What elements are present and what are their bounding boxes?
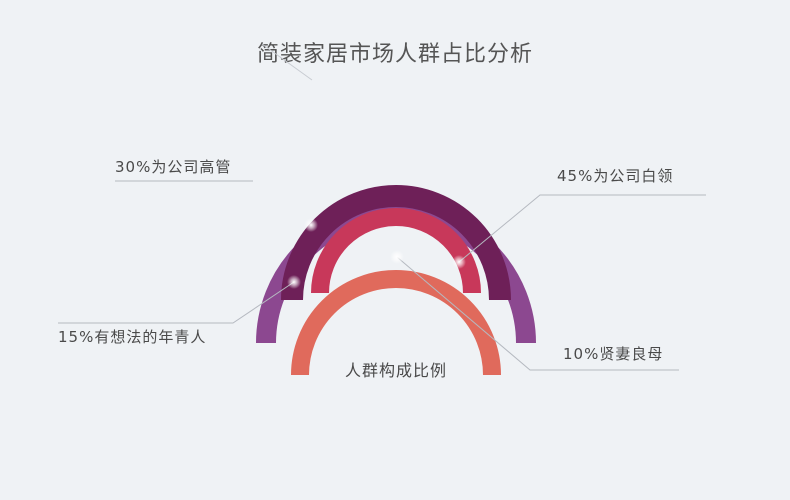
title-decoration-line [261,43,313,81]
center-label: 人群构成比例 [345,361,447,380]
label-senior-executives: 30%为公司高管 [115,158,231,176]
marker-dot-senior-executives [304,218,318,232]
label-young-people: 15%有想法的年青人 [58,328,206,346]
arc-segment-young-people [291,270,501,376]
marker-dot-housewives [390,250,404,264]
marker-dot-young-people [287,275,301,289]
leader-line-white-collar [458,194,706,263]
arc-segment-white-collar [281,185,511,301]
leader-line-young-people [58,281,295,324]
leader-line-housewives [396,256,679,371]
marker-dot-white-collar [452,255,466,269]
label-housewives: 10%贤妻良母 [563,345,663,363]
chart-title: 简装家居市场人群占比分析 [256,42,533,67]
label-white-collar: 45%为公司白领 [557,167,673,185]
